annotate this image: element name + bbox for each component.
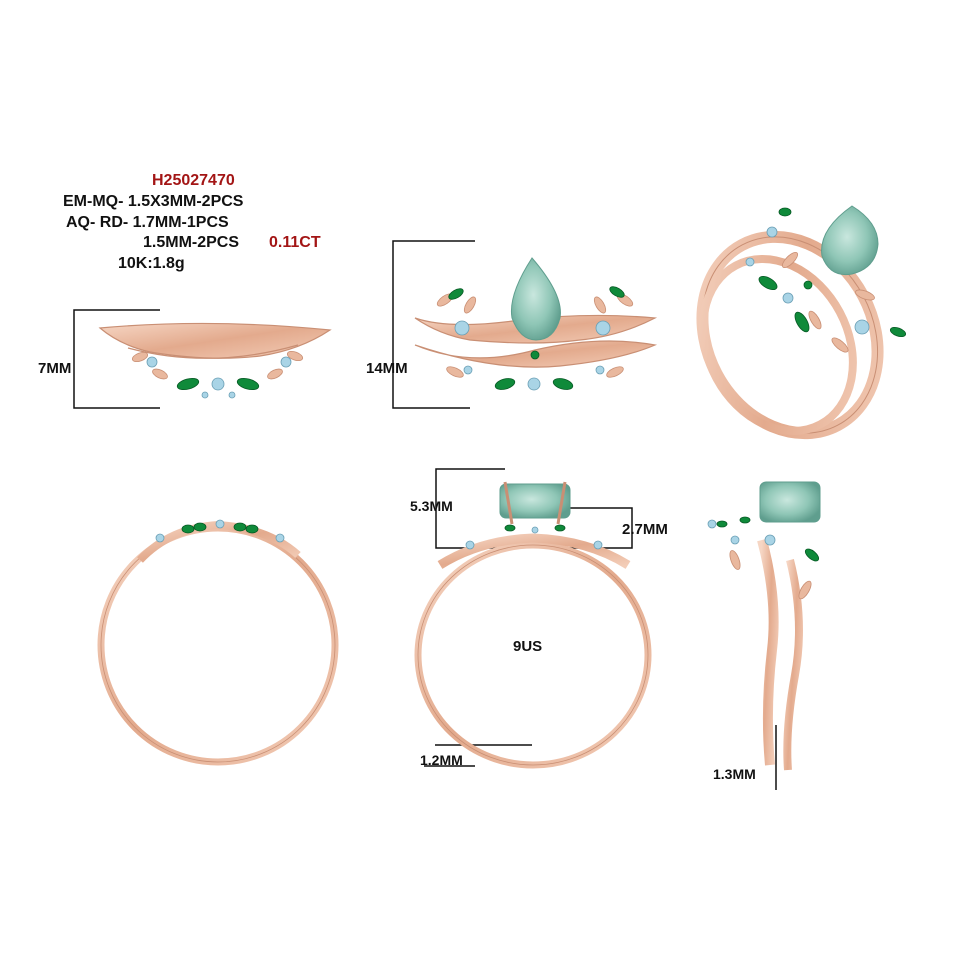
set-side-view [414, 481, 652, 769]
band-side-view [97, 519, 339, 766]
shank-width-label: 1.2MM [420, 752, 463, 768]
emerald-spec: EM-MQ- 1.5X3MM-2PCS [63, 193, 244, 210]
metal-weight: 10K:1.8g [118, 255, 185, 272]
total-carat: 0.11CT [269, 234, 321, 251]
setting-height-label: 2.7MM [622, 521, 668, 538]
band-height-bracket [73, 309, 160, 409]
aquamarine-spec-2: 1.5MM-2PCS [143, 234, 240, 251]
set-profile-view [707, 481, 821, 771]
set-front-view [414, 257, 658, 391]
set-perspective-view [696, 205, 907, 440]
side-width-label: 1.3MM [713, 766, 756, 782]
head-height-label: 5.3MM [410, 498, 453, 514]
set-height-label: 14MM [366, 360, 408, 377]
set-height-bracket [392, 240, 475, 409]
product-code: H25027470 [152, 172, 235, 189]
aquamarine-spec-1: AQ- RD- 1.7MM-1PCS [66, 214, 229, 231]
band-height-label: 7MM [38, 360, 72, 377]
ring-size-label: 9US [513, 638, 543, 655]
band-front-view [98, 322, 332, 399]
